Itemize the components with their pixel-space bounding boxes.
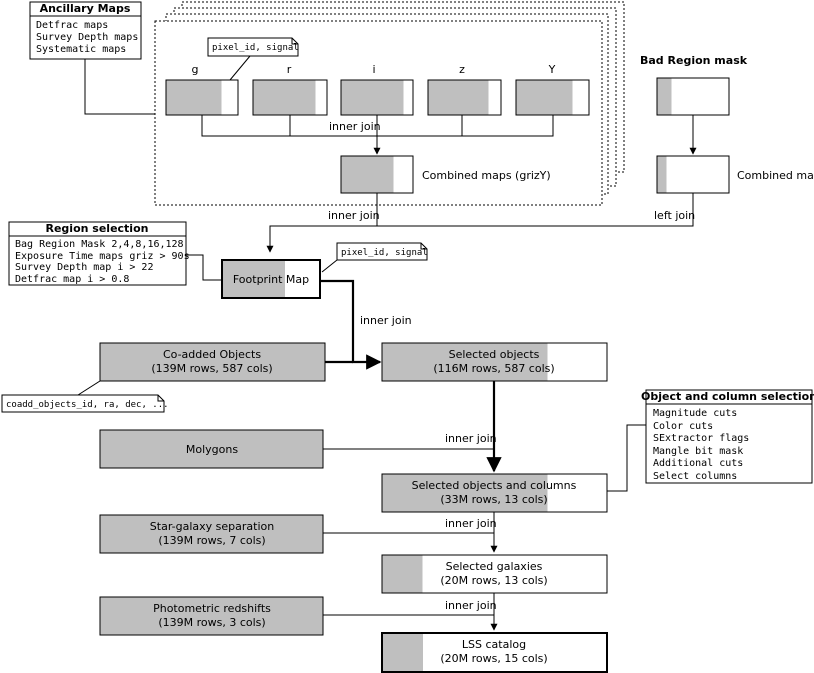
footprint-map-label: Footprint Map	[233, 273, 309, 286]
coadd-columns-note: coadd_objects_id, ra, dec, ...	[1, 394, 169, 413]
svg-text:Star-galaxy separation: Star-galaxy separation	[150, 520, 274, 533]
svg-text:Selected galaxies: Selected galaxies	[446, 560, 543, 573]
pixel-signal-note: pixel_id, signal	[336, 242, 428, 261]
band-map-z: z	[427, 63, 502, 116]
object-selection-item: SExtractor flags	[653, 433, 749, 444]
svg-text:Molygons: Molygons	[186, 443, 238, 456]
region-selection-item: Detfrac map i > 0.8	[15, 274, 129, 285]
lss-catalog-node: LSS catalog (20M rows, 15 cols)	[381, 632, 608, 673]
svg-text:z: z	[459, 63, 465, 76]
bad-region-title: Bad Region mask	[640, 54, 748, 67]
region-selection-box: Region selection Bag Region Mask 2,4,8,1…	[8, 221, 190, 286]
band-map-r: r	[252, 63, 328, 116]
combined-maps-label: Combined maps (grizY)	[422, 169, 551, 182]
photoz-node: Photometric redshifts (139M rows, 3 cols…	[99, 596, 324, 636]
svg-text:r: r	[287, 63, 292, 76]
svg-text:pixel_id, signal: pixel_id, signal	[341, 248, 428, 258]
inner-join-label: inner join	[445, 432, 497, 445]
svg-text:(139M rows, 7 cols): (139M rows, 7 cols)	[158, 534, 265, 547]
object-selection-item: Additional cuts	[653, 458, 743, 469]
star-galaxy-node: Star-galaxy separation (139M rows, 7 col…	[99, 514, 324, 554]
svg-text:(33M rows, 13 cols): (33M rows, 13 cols)	[440, 493, 547, 506]
object-selection-item: Magnitude cuts	[653, 408, 737, 419]
object-selection-item: Color cuts	[653, 421, 713, 432]
svg-text:LSS catalog: LSS catalog	[462, 638, 526, 651]
inner-join-label: inner join	[445, 599, 497, 612]
region-selection-item: Exposure Time maps griz > 90s	[15, 251, 190, 262]
object-selection-item: Mangle bit mask	[653, 446, 743, 457]
band-map-Y: Y	[515, 63, 590, 116]
region-selection-item: Survey Depth map i > 22	[15, 262, 153, 273]
svg-text:(20M rows, 13 cols): (20M rows, 13 cols)	[440, 574, 547, 587]
svg-text:coadd_objects_id, ra, dec, ...: coadd_objects_id, ra, dec, ...	[6, 400, 169, 410]
left-join-label: left join	[654, 209, 695, 222]
inner-join-label: inner join	[445, 517, 497, 530]
region-selection-item: Bag Region Mask 2,4,8,16,128	[15, 239, 184, 250]
svg-text:(116M rows, 587 cols): (116M rows, 587 cols)	[433, 362, 554, 375]
selected-galaxies-node: Selected galaxies (20M rows, 13 cols)	[381, 554, 608, 594]
combined-mask-label: Combined mask	[737, 169, 814, 182]
inner-join-label: inner join	[329, 120, 381, 133]
ancillary-item: Systematic maps	[36, 44, 126, 55]
object-column-selection-box: Object and column selection Magnitude cu…	[641, 389, 814, 484]
ancillary-maps-title: Ancillary Maps	[40, 2, 131, 15]
svg-text:i: i	[372, 63, 375, 76]
footprint-map-node: Footprint Map	[221, 259, 321, 299]
ancillary-item: Detfrac maps	[36, 20, 108, 31]
svg-text:pixel_id, signal: pixel_id, signal	[212, 43, 299, 53]
band-map-g: g	[165, 63, 239, 116]
svg-text:g: g	[192, 63, 199, 76]
ancillary-item: Survey Depth maps	[36, 32, 138, 43]
svg-text:Selected objects: Selected objects	[449, 348, 540, 361]
object-column-selection-title: Object and column selection	[641, 390, 814, 403]
pixel-signal-note: pixel_id, signal	[207, 37, 299, 57]
ancillary-maps-box: Ancillary Maps Detfrac maps Survey Depth…	[29, 1, 142, 60]
svg-text:Photometric redshifts: Photometric redshifts	[153, 602, 271, 615]
molygons-node: Molygons	[99, 429, 324, 469]
combined-mask-node: Combined mask	[656, 155, 814, 194]
inner-join-label: inner join	[360, 314, 412, 327]
svg-text:(139M rows, 3 cols): (139M rows, 3 cols)	[158, 616, 265, 629]
inner-join-label: inner join	[328, 209, 380, 222]
combined-maps-node: Combined maps (grizY)	[340, 155, 551, 194]
selected-objects-node: Selected objects (116M rows, 587 cols)	[381, 342, 608, 382]
region-selection-title: Region selection	[46, 222, 149, 235]
object-selection-item: Select columns	[653, 471, 737, 482]
svg-text:Selected objects and columns: Selected objects and columns	[412, 479, 577, 492]
bad-region-mask-node	[656, 77, 730, 116]
svg-text:(139M rows, 587 cols): (139M rows, 587 cols)	[151, 362, 272, 375]
svg-text:Co-added Objects: Co-added Objects	[163, 348, 261, 361]
selected-objects-columns-node: Selected objects and columns (33M rows, …	[381, 473, 608, 513]
svg-text:Y: Y	[548, 63, 556, 76]
svg-text:(20M rows, 15 cols): (20M rows, 15 cols)	[440, 652, 547, 665]
coadded-objects-node: Co-added Objects (139M rows, 587 cols)	[99, 342, 326, 382]
